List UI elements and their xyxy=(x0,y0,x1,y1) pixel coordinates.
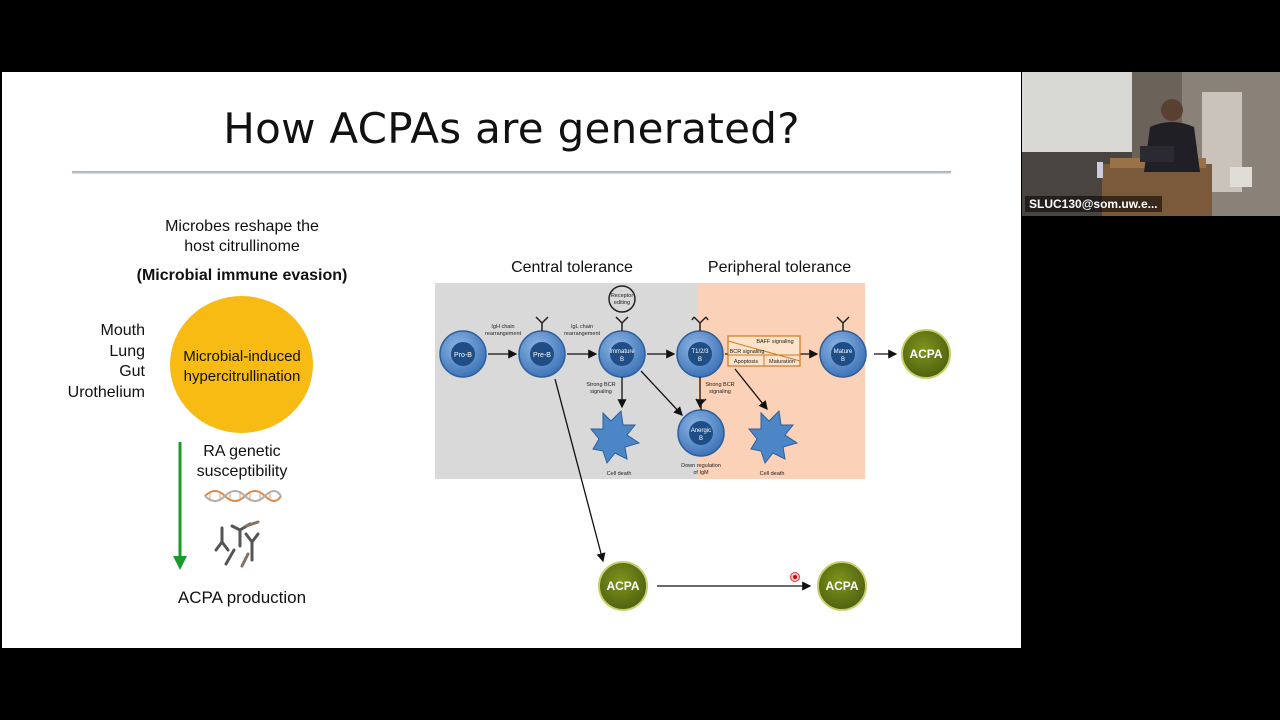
participant-video-tile[interactable]: SLUC130@som.uw.e... xyxy=(1022,72,1280,216)
acpa-production-label: ACPA production xyxy=(177,588,307,607)
apoptosis-label: Apoptosis xyxy=(734,359,758,365)
anergic-b-cell: Anergic B xyxy=(677,398,725,457)
acpa-node-bottom-left: ACPA xyxy=(598,561,648,611)
acpa-label-right: ACPA xyxy=(909,347,942,361)
dead-cell-2 xyxy=(747,409,799,465)
site-gut: Gut xyxy=(119,363,145,380)
green-down-arrow xyxy=(173,442,187,570)
hypercitrullination-circle xyxy=(170,296,313,433)
site-mouth: Mouth xyxy=(100,322,145,339)
igl-label-1: IgL chain xyxy=(571,324,593,330)
strong-bcr-1-line1: Strong BCR xyxy=(586,382,615,388)
igl-label-2: rearrangement xyxy=(564,331,601,337)
receptor-label-2: editing xyxy=(614,300,630,306)
peripheral-tolerance-label: Peripheral tolerance xyxy=(707,259,852,276)
pre-b-cell: Pre-B xyxy=(518,316,566,378)
t-b-label-1: T1/2/3 xyxy=(691,349,709,355)
anergic-label-2: B xyxy=(699,436,703,442)
strong-bcr-2-line1: Strong BCR xyxy=(705,382,734,388)
presentation-slide: How ACPAs are generated? Microbes reshap… xyxy=(2,72,1021,648)
dead-cell-1 xyxy=(589,409,641,465)
pro-b-cell: Pro-B xyxy=(439,330,487,378)
mature-b-cell: Mature B xyxy=(819,316,867,378)
acpa-node-bottom-right: ACPA xyxy=(817,561,867,611)
acpa-label-bottom-right: ACPA xyxy=(825,579,858,593)
site-urothelium: Urothelium xyxy=(67,384,145,401)
acpa-label-bottom-left: ACPA xyxy=(606,579,639,593)
igh-label-1: IgH chain xyxy=(491,324,514,330)
mature-label-1: Mature xyxy=(834,349,853,355)
immature-label-1: Immature xyxy=(609,349,635,355)
immature-label-2: B xyxy=(620,357,624,363)
genetic-line-1: RA genetic xyxy=(203,443,281,460)
igh-label-2: rearrangement xyxy=(485,331,522,337)
emphasis-label: (Microbial immune evasion) xyxy=(136,267,348,284)
circle-line-1: Microbial-induced xyxy=(183,348,301,365)
pre-b-label: Pre-B xyxy=(533,352,551,359)
circle-line-2: hypercitrullination xyxy=(183,368,301,385)
t-b-label-2: B xyxy=(698,357,702,363)
bcr-signaling-label: BCR signaling xyxy=(730,349,765,355)
maturation-label: Maturation xyxy=(769,359,795,365)
downreg-label-1: Down regulation xyxy=(681,463,721,469)
title-divider xyxy=(72,171,951,174)
acpa-node-right: ACPA xyxy=(901,329,951,379)
antibodies-icon xyxy=(214,520,260,568)
cell-death-label-1: Cell death xyxy=(607,471,632,477)
genetic-line-2: susceptibility xyxy=(196,463,288,480)
laser-pointer-icon xyxy=(790,572,800,582)
central-tolerance-zone xyxy=(435,283,697,479)
central-tolerance-label: Central tolerance xyxy=(511,259,633,276)
participant-video-feed xyxy=(1022,72,1280,216)
b-cell-tolerance-diagram: Pro-B Pre-B Immature B T1/2/3 B Mature B xyxy=(435,283,951,611)
mature-label-2: B xyxy=(841,357,845,363)
baff-label: BAFF signaling xyxy=(756,339,793,345)
pro-b-label: Pro-B xyxy=(454,352,472,359)
heading-line-2: host citrullinome xyxy=(184,238,300,255)
receptor-label-1: Receptor xyxy=(611,293,633,299)
slide-title: How ACPAs are generated? xyxy=(223,104,800,153)
strong-bcr-2-line2: signaling xyxy=(709,389,731,395)
cell-death-label-2: Cell death xyxy=(760,471,785,477)
downreg-label-2: of IgM xyxy=(693,470,709,476)
strong-bcr-1-line2: signaling xyxy=(590,389,612,395)
participant-name-label: SLUC130@som.uw.e... xyxy=(1025,196,1162,212)
dna-icon xyxy=(204,490,282,502)
anergic-label-1: Anergic xyxy=(691,428,711,434)
site-lung: Lung xyxy=(109,343,145,360)
heading-line-1: Microbes reshape the xyxy=(165,218,319,235)
